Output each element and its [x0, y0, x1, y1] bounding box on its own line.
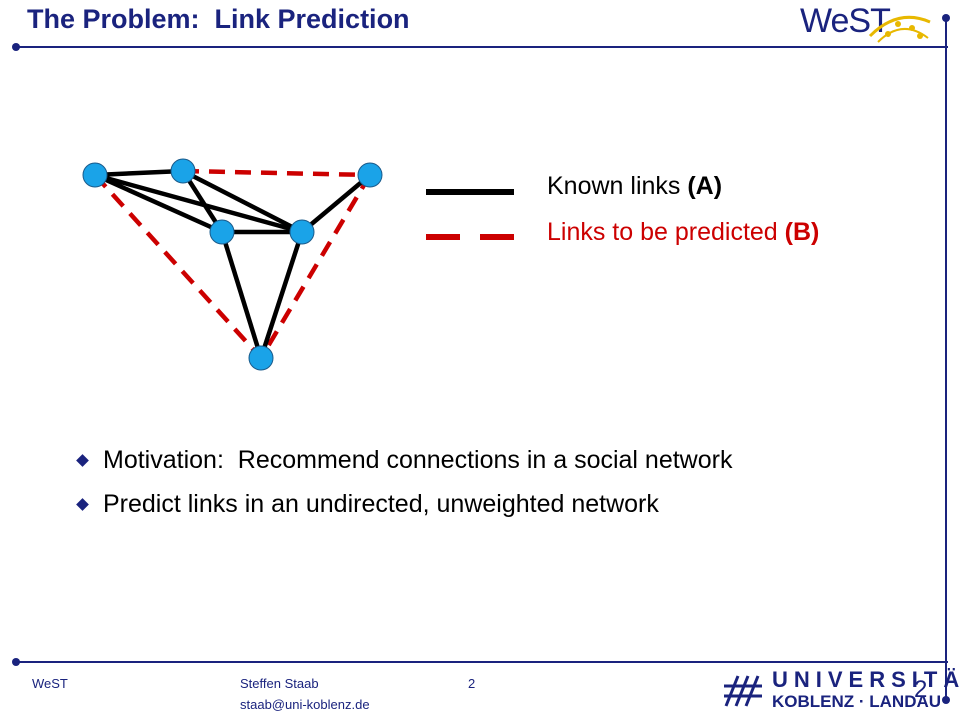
known-link [181, 168, 304, 235]
known-link [258, 231, 305, 359]
slide-title: The Problem: Link Prediction [27, 4, 410, 34]
known-link [94, 172, 303, 235]
footer-email: staab@uni-koblenz.de [240, 697, 370, 712]
footer-page: 2 [468, 676, 476, 691]
graph-node [289, 219, 315, 245]
university-logo-icon [724, 675, 762, 707]
known-link [94, 172, 223, 235]
graph-node [248, 345, 274, 371]
slide-number: 2 [914, 676, 928, 703]
diamond-bullet-icon [76, 498, 89, 511]
known-link [94, 168, 184, 178]
predicted-link [182, 168, 371, 178]
legend-swatches [426, 189, 514, 240]
bullet-item: Predict links in an undirected, unweight… [76, 490, 659, 534]
west-logo: WeST [800, 2, 891, 40]
graph-node [209, 219, 235, 245]
footer-author: Steffen Staab [240, 676, 319, 691]
footer-org: WeST [32, 676, 68, 691]
diamond-bullet-icon [76, 454, 89, 467]
graph-node [82, 162, 108, 188]
predicted-link [93, 173, 263, 360]
bullet-item: Motivation: Recommend connections in a s… [76, 446, 732, 490]
graph-node [170, 158, 196, 184]
legend-predicted-label: Links to be predicted (B) [547, 218, 820, 246]
university-name-line1: UNIVERSITÄT [772, 667, 960, 692]
known-link [300, 173, 372, 234]
west-logo-star-icon [868, 15, 931, 43]
known-link [219, 231, 264, 359]
graph-node [357, 162, 383, 188]
predicted-link [259, 173, 372, 360]
legend-known-label: Known links (A) [547, 172, 723, 200]
bullet-list: Motivation: Recommend connections in a s… [76, 446, 732, 534]
university-name-line2: KOBLENZ · LANDAU [772, 692, 942, 711]
